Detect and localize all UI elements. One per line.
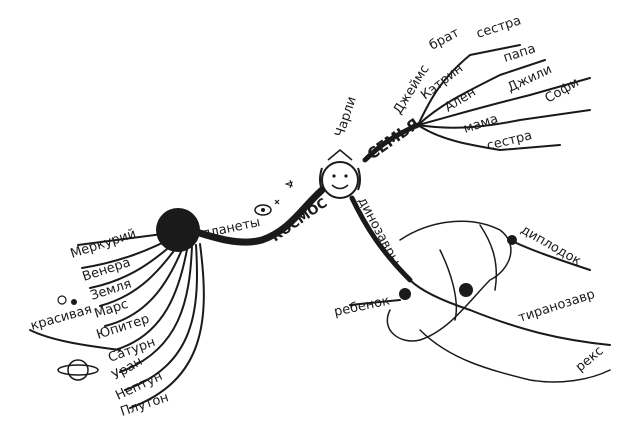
planet-line-5 <box>104 241 186 327</box>
family-member-sister-1: сестра <box>475 13 523 42</box>
branch-lines <box>29 44 611 409</box>
branch-space <box>186 186 326 246</box>
dino-baby-label: ребенок <box>333 293 392 319</box>
branch-family-3 <box>417 77 591 126</box>
branch-family <box>362 122 421 163</box>
dino-sketch-4 <box>419 329 611 383</box>
center-label: Чарли <box>333 95 360 139</box>
dino-sketch-1 <box>386 220 512 342</box>
branch-family-5 <box>417 124 561 151</box>
dino-rex-label: рекс <box>573 343 607 375</box>
branch-family-1 <box>417 44 521 126</box>
branch-baby <box>349 299 401 306</box>
saturn-icon <box>57 359 99 381</box>
dino-trex-label: тиранозавр <box>517 287 597 326</box>
branch-family-4 <box>417 109 591 129</box>
branch-dinosaurs <box>349 195 413 283</box>
planet-line-7 <box>119 244 193 373</box>
family-member-mom: мама <box>462 112 500 137</box>
dino-node <box>459 283 473 297</box>
dino-diplodocus-label: диплодок <box>518 222 584 269</box>
family-member-sofi: Софи <box>543 75 582 106</box>
galaxy-icon <box>254 179 293 216</box>
family-label: СЕМЬЯ <box>364 115 423 164</box>
family-member-brother: брат <box>427 25 463 53</box>
dinosaurs-label: динозавры <box>354 195 402 268</box>
baby-dino-node <box>399 288 411 300</box>
dino-sketch-2 <box>439 249 458 321</box>
branch-diplodocus <box>509 239 591 271</box>
sun-node <box>156 208 200 252</box>
family-member-dad: папа <box>502 41 538 65</box>
planet-line-8 <box>124 244 198 391</box>
branch-family-2 <box>417 59 546 126</box>
dino-sketch-3 <box>479 224 498 291</box>
beautiful-line <box>29 329 121 351</box>
branch-trex <box>469 309 611 346</box>
branch-dino-sub <box>409 279 471 311</box>
mars-icon <box>57 295 77 305</box>
diplodocus-node <box>507 235 517 245</box>
planet-line-6 <box>114 243 189 351</box>
planet-line-9 <box>129 243 205 409</box>
charlie-face-icon <box>319 149 361 199</box>
saturn-beautiful-label: красивая <box>29 302 94 334</box>
